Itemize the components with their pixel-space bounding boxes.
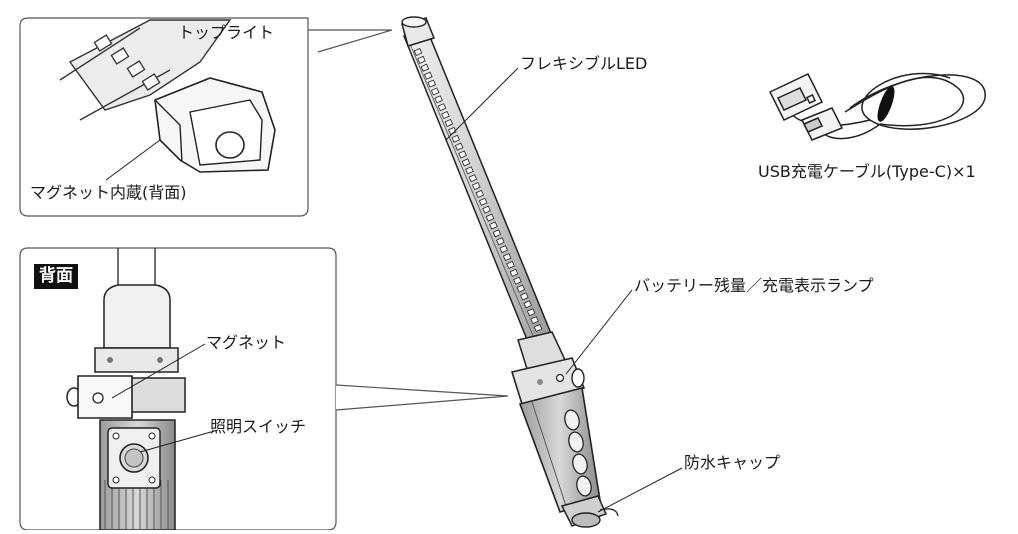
led-chip bbox=[413, 47, 423, 57]
led-chip bbox=[516, 284, 526, 293]
led-chip bbox=[468, 174, 478, 183]
led-chip bbox=[499, 245, 509, 254]
led-chip bbox=[427, 79, 437, 88]
label-top-light: トップライト bbox=[178, 23, 275, 42]
label-magnet-builtin: マグネット内蔵(背面) bbox=[30, 183, 187, 202]
led-chip bbox=[478, 197, 488, 206]
led-chip bbox=[423, 71, 433, 80]
top-light-inset bbox=[19, 17, 393, 217]
led-chip bbox=[417, 55, 426, 64]
label-magnet: マグネット bbox=[206, 333, 287, 352]
label-light-switch: 照明スイッチ bbox=[210, 417, 307, 436]
label-usb-cable: USB充電ケーブル(Type-C)×1 bbox=[758, 162, 976, 181]
led-chip bbox=[441, 110, 450, 120]
leader-lines bbox=[445, 67, 683, 513]
led-chip bbox=[451, 134, 461, 143]
label-waterproof-cap: 防水キャップ bbox=[684, 453, 781, 472]
led-chip bbox=[458, 150, 467, 159]
led-chip bbox=[502, 252, 512, 262]
led-chip bbox=[526, 308, 536, 317]
led-chip bbox=[420, 63, 430, 72]
back-side-tag: 背面 bbox=[34, 264, 78, 289]
led-chip bbox=[454, 142, 464, 151]
led-chip bbox=[495, 237, 505, 246]
label-battery-lamp: バッテリー残量／充電表示ランプ bbox=[634, 276, 874, 295]
led-chip bbox=[482, 205, 491, 214]
led-chip bbox=[519, 292, 529, 301]
light-stick bbox=[401, 16, 619, 528]
led-chip bbox=[437, 103, 447, 112]
led-chip bbox=[509, 268, 519, 277]
led-chip bbox=[444, 118, 454, 128]
led-chip bbox=[434, 95, 443, 104]
led-chip bbox=[530, 316, 539, 325]
led-chip bbox=[489, 221, 498, 230]
led-chip bbox=[506, 260, 515, 270]
led-chip bbox=[513, 276, 522, 285]
led-chip bbox=[492, 229, 502, 238]
led-chip bbox=[533, 323, 543, 333]
led-chip bbox=[523, 300, 533, 309]
label-flexible-led: フレキシブルLED bbox=[520, 54, 648, 73]
back-side-inset bbox=[19, 247, 509, 531]
led-chip bbox=[475, 189, 485, 199]
led-chip bbox=[465, 166, 474, 175]
usb-cable bbox=[768, 72, 986, 141]
led-chip bbox=[485, 213, 495, 222]
led-chip bbox=[430, 87, 440, 96]
led-chip bbox=[461, 158, 471, 167]
led-chip bbox=[471, 181, 481, 191]
